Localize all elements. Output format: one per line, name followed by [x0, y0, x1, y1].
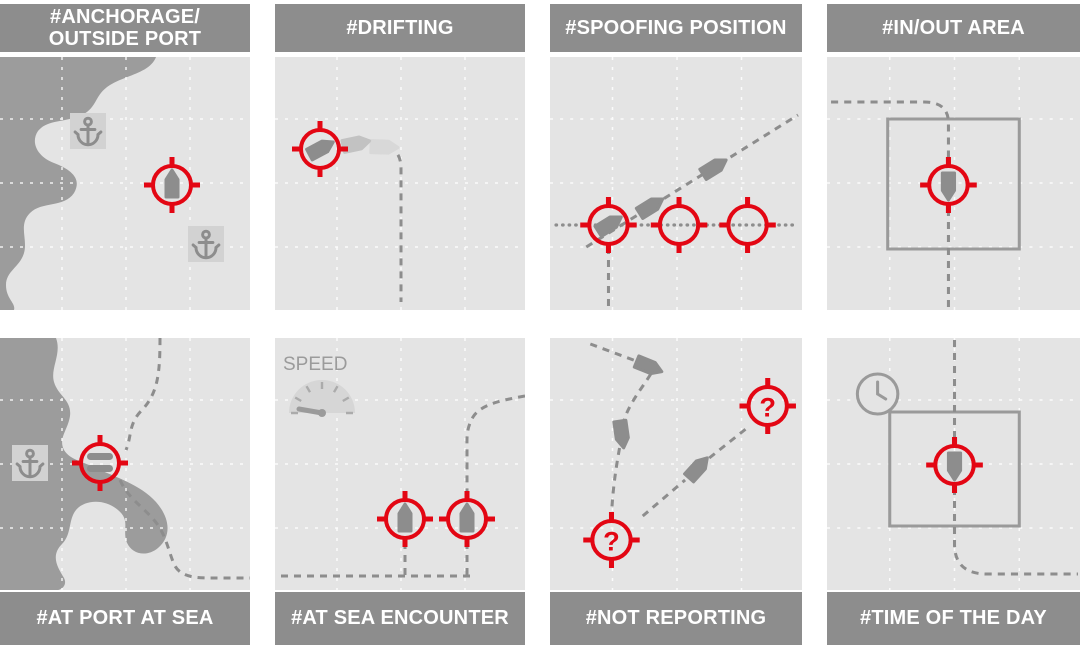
vessel-track: [386, 147, 403, 302]
tracked-vessel: [920, 157, 977, 213]
speed-gauge-icon: [289, 380, 355, 417]
missing-position-crosshair: ?: [583, 512, 639, 568]
label-line: #DRIFTING: [346, 16, 454, 39]
vessel-track: [622, 373, 653, 423]
grid-lines: [275, 338, 525, 590]
label-line: #IN/OUT AREA: [882, 16, 1025, 39]
vessel-track: [641, 478, 687, 518]
tracked-vessel: [926, 437, 983, 493]
panel-at-port-at-sea: [0, 338, 250, 590]
panel-label-at-sea-encounter: #AT SEA ENCOUNTER: [275, 592, 525, 645]
tracked-vessel: [439, 491, 495, 547]
geofence-area: [886, 117, 1021, 251]
grid-lines: [275, 57, 525, 310]
panel-drifting: [275, 57, 525, 310]
label-line: OUTSIDE PORT: [48, 28, 202, 50]
speed-label: SPEED: [283, 354, 347, 375]
panel-spoofing-position: [550, 57, 802, 310]
column-spoofing-notreporting: #SPOOFING POSITION: [550, 4, 802, 645]
vessel-icon: [612, 418, 632, 451]
panel-not-reporting: ? ?: [550, 338, 802, 590]
vessel-icon: [632, 354, 666, 379]
grid-lines: [550, 57, 802, 310]
panel-time-of-the-day: [827, 338, 1080, 590]
panel-label-in-out-area: #IN/OUT AREA: [827, 4, 1080, 52]
tracked-vessel: [292, 121, 348, 177]
panel-label-at-port-at-sea: #AT PORT AT SEA: [0, 592, 250, 645]
vessel-track: [118, 479, 250, 580]
column-anchorage-port: #ANCHORAGE/ OUTSIDE PORT: [0, 4, 250, 645]
anchorage-tile: [188, 226, 224, 262]
panel-anchorage-outside-port: [0, 57, 250, 310]
vessel-icon: [683, 452, 714, 484]
missing-position-crosshair: ?: [740, 378, 796, 434]
panel-label-not-reporting: #NOT REPORTING: [550, 592, 802, 645]
anchorage-tile: [12, 445, 48, 481]
vessel-track: [952, 488, 1078, 576]
question-mark: ?: [759, 392, 776, 423]
grid-lines: [0, 338, 250, 590]
clock-icon: [855, 372, 900, 416]
vessel-track: [124, 338, 162, 451]
vessel-track: [831, 100, 950, 161]
berth-bar: [87, 465, 113, 472]
moored-vessel: [72, 435, 128, 491]
column-drifting-encounter: #DRIFTING SPEED: [275, 4, 525, 645]
label-line: #ANCHORAGE/: [50, 5, 200, 28]
panel-in-out-area: [827, 57, 1080, 310]
landmass: [0, 57, 156, 310]
vessel-track: [465, 394, 525, 496]
vessel-track: [609, 447, 622, 517]
panel-label-drifting: #DRIFTING: [275, 4, 525, 52]
vessel-icon: [164, 168, 180, 199]
landmass: [0, 338, 168, 590]
vessel-track: [708, 424, 751, 460]
label-line: #AT PORT AT SEA: [36, 607, 214, 630]
panel-label-time-of-the-day: #TIME OF THE DAY: [827, 592, 1080, 645]
vessel-icon: [397, 502, 413, 533]
vessel-icon: [459, 502, 475, 533]
vessel-ghost-icon: [369, 139, 400, 156]
label-line: #SPOOFING POSITION: [565, 16, 787, 39]
tracked-vessel: [144, 157, 200, 213]
vessel-icon: [698, 153, 731, 181]
question-mark: ?: [603, 526, 620, 557]
column-area-time: #IN/OUT AREA: [827, 4, 1080, 645]
vessel-icon: [940, 171, 957, 202]
panel-label-spoofing-position: #SPOOFING POSITION: [550, 4, 802, 52]
label-line: #AT SEA ENCOUNTER: [291, 607, 509, 630]
actual-track: [585, 113, 799, 249]
vessel-icon: [946, 451, 963, 482]
panel-label-anchorage-outside-port: #ANCHORAGE/ OUTSIDE PORT: [0, 4, 250, 52]
anchorage-tile: [70, 113, 106, 149]
vessel-track: [589, 342, 640, 364]
grid-lines: [550, 338, 802, 590]
label-line: #NOT REPORTING: [585, 607, 767, 630]
label-line: #TIME OF THE DAY: [860, 607, 1047, 630]
panel-at-sea-encounter: SPEED: [275, 338, 525, 590]
berth-bar: [87, 453, 113, 460]
tracked-vessel: [377, 491, 433, 547]
vessel-icon: [305, 135, 338, 162]
